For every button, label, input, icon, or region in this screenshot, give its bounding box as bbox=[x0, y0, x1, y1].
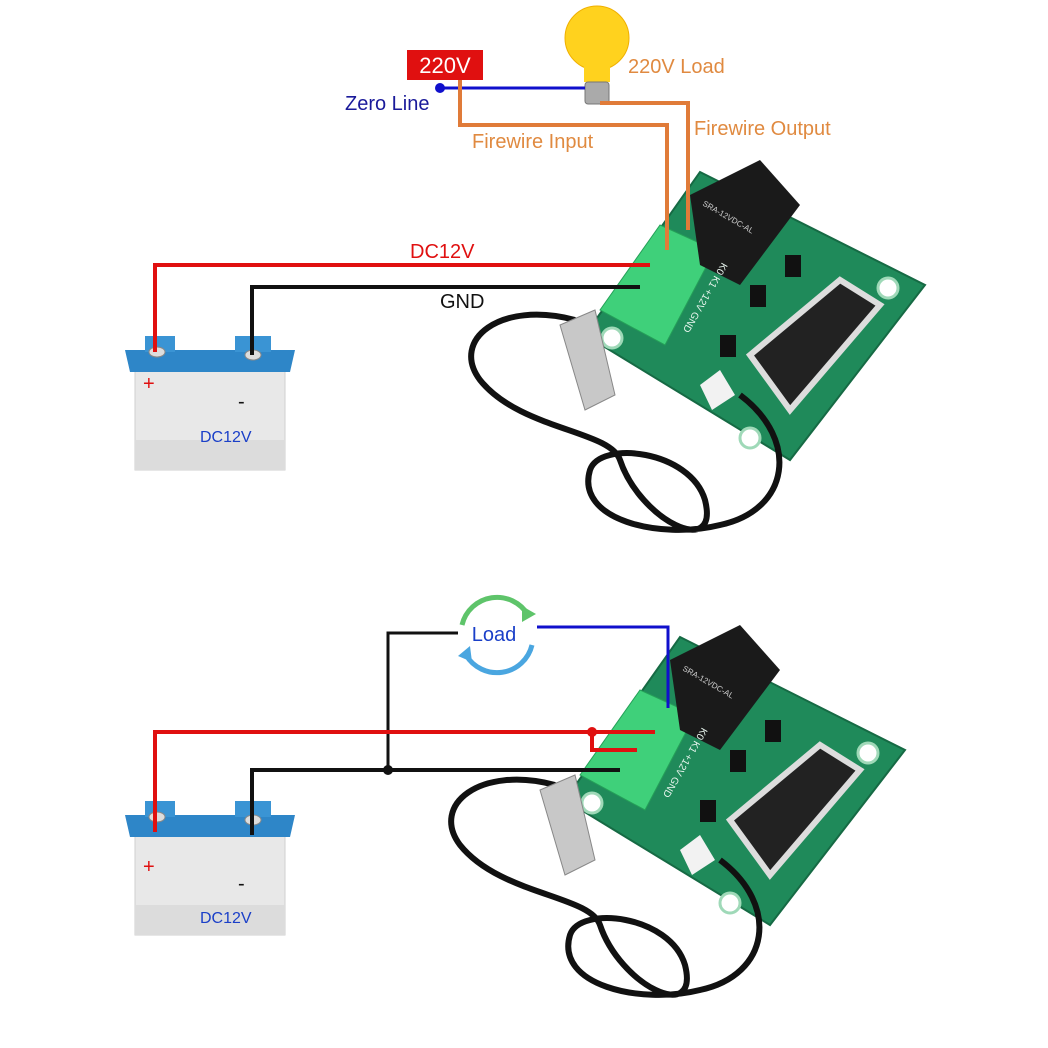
load-cycle-icon bbox=[458, 594, 536, 676]
battery-minus-label: - bbox=[238, 873, 245, 895]
battery bbox=[124, 335, 296, 471]
dc12v-jumper-wire bbox=[590, 732, 637, 752]
load-label: 220V Load bbox=[628, 56, 725, 78]
junction-dot bbox=[587, 727, 597, 737]
load-label: Load bbox=[472, 624, 517, 646]
junction-dot bbox=[435, 83, 445, 93]
thermostat-board bbox=[565, 625, 905, 925]
junction-dot bbox=[383, 765, 393, 775]
load-output-wire bbox=[537, 625, 670, 708]
bottom-diagram: K0 K1 +12V GND SRA-12VDC-AL + - DC12V Lo… bbox=[124, 594, 905, 995]
top-diagram: K0 K1 +12V GND SRA-12VDC-AL + - DC12V 22… bbox=[124, 5, 925, 530]
firewire-output-label: Firewire Output bbox=[694, 118, 831, 140]
firewire-input-label: Firewire Input bbox=[472, 131, 594, 153]
battery-voltage-label: DC12V bbox=[200, 910, 252, 927]
thermostat-board bbox=[585, 160, 925, 460]
battery-voltage-label: DC12V bbox=[200, 429, 252, 446]
dc12v-wire bbox=[153, 730, 655, 832]
load-return-wire bbox=[386, 631, 458, 770]
zero-line-label: Zero Line bbox=[345, 93, 430, 115]
source-220v-box bbox=[407, 50, 483, 80]
light-bulb-icon bbox=[564, 5, 630, 105]
firewire-output-wire bbox=[600, 101, 690, 230]
gnd-label: GND bbox=[440, 291, 484, 313]
gnd-wire bbox=[250, 285, 640, 355]
firewire-input-wire bbox=[458, 80, 669, 250]
battery-plus-label: + bbox=[143, 373, 155, 395]
source-220v-label: 220V bbox=[419, 53, 471, 78]
dc12v-label: DC12V bbox=[410, 241, 475, 263]
battery-plus-label: + bbox=[143, 856, 155, 878]
battery-minus-label: - bbox=[238, 391, 245, 413]
dc12v-wire bbox=[153, 263, 650, 352]
gnd-wire bbox=[250, 768, 620, 835]
